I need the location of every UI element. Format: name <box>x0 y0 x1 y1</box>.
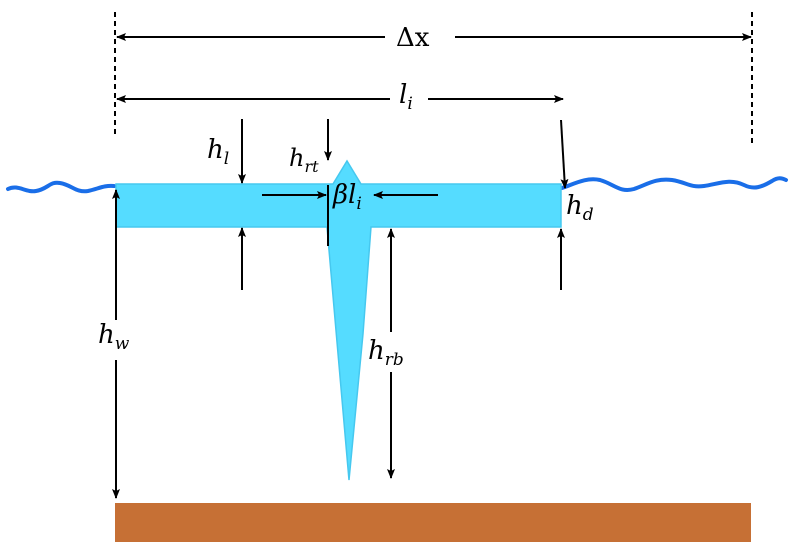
water-surface-right <box>560 176 788 192</box>
h-rb-label: hrb <box>368 336 404 370</box>
l-i-label: li <box>399 80 413 114</box>
h-rt-label: hrt <box>289 144 319 176</box>
h-d-arrow-top <box>560 119 569 189</box>
beta-l-i-label: βli <box>332 180 362 214</box>
h-d-label: hd <box>566 191 594 225</box>
water-surface-left <box>6 180 116 194</box>
h-w-label: hw <box>98 320 130 354</box>
seabed <box>115 503 751 542</box>
delta-x-label: Δx <box>396 23 430 53</box>
h-l-label: hl <box>207 135 229 169</box>
